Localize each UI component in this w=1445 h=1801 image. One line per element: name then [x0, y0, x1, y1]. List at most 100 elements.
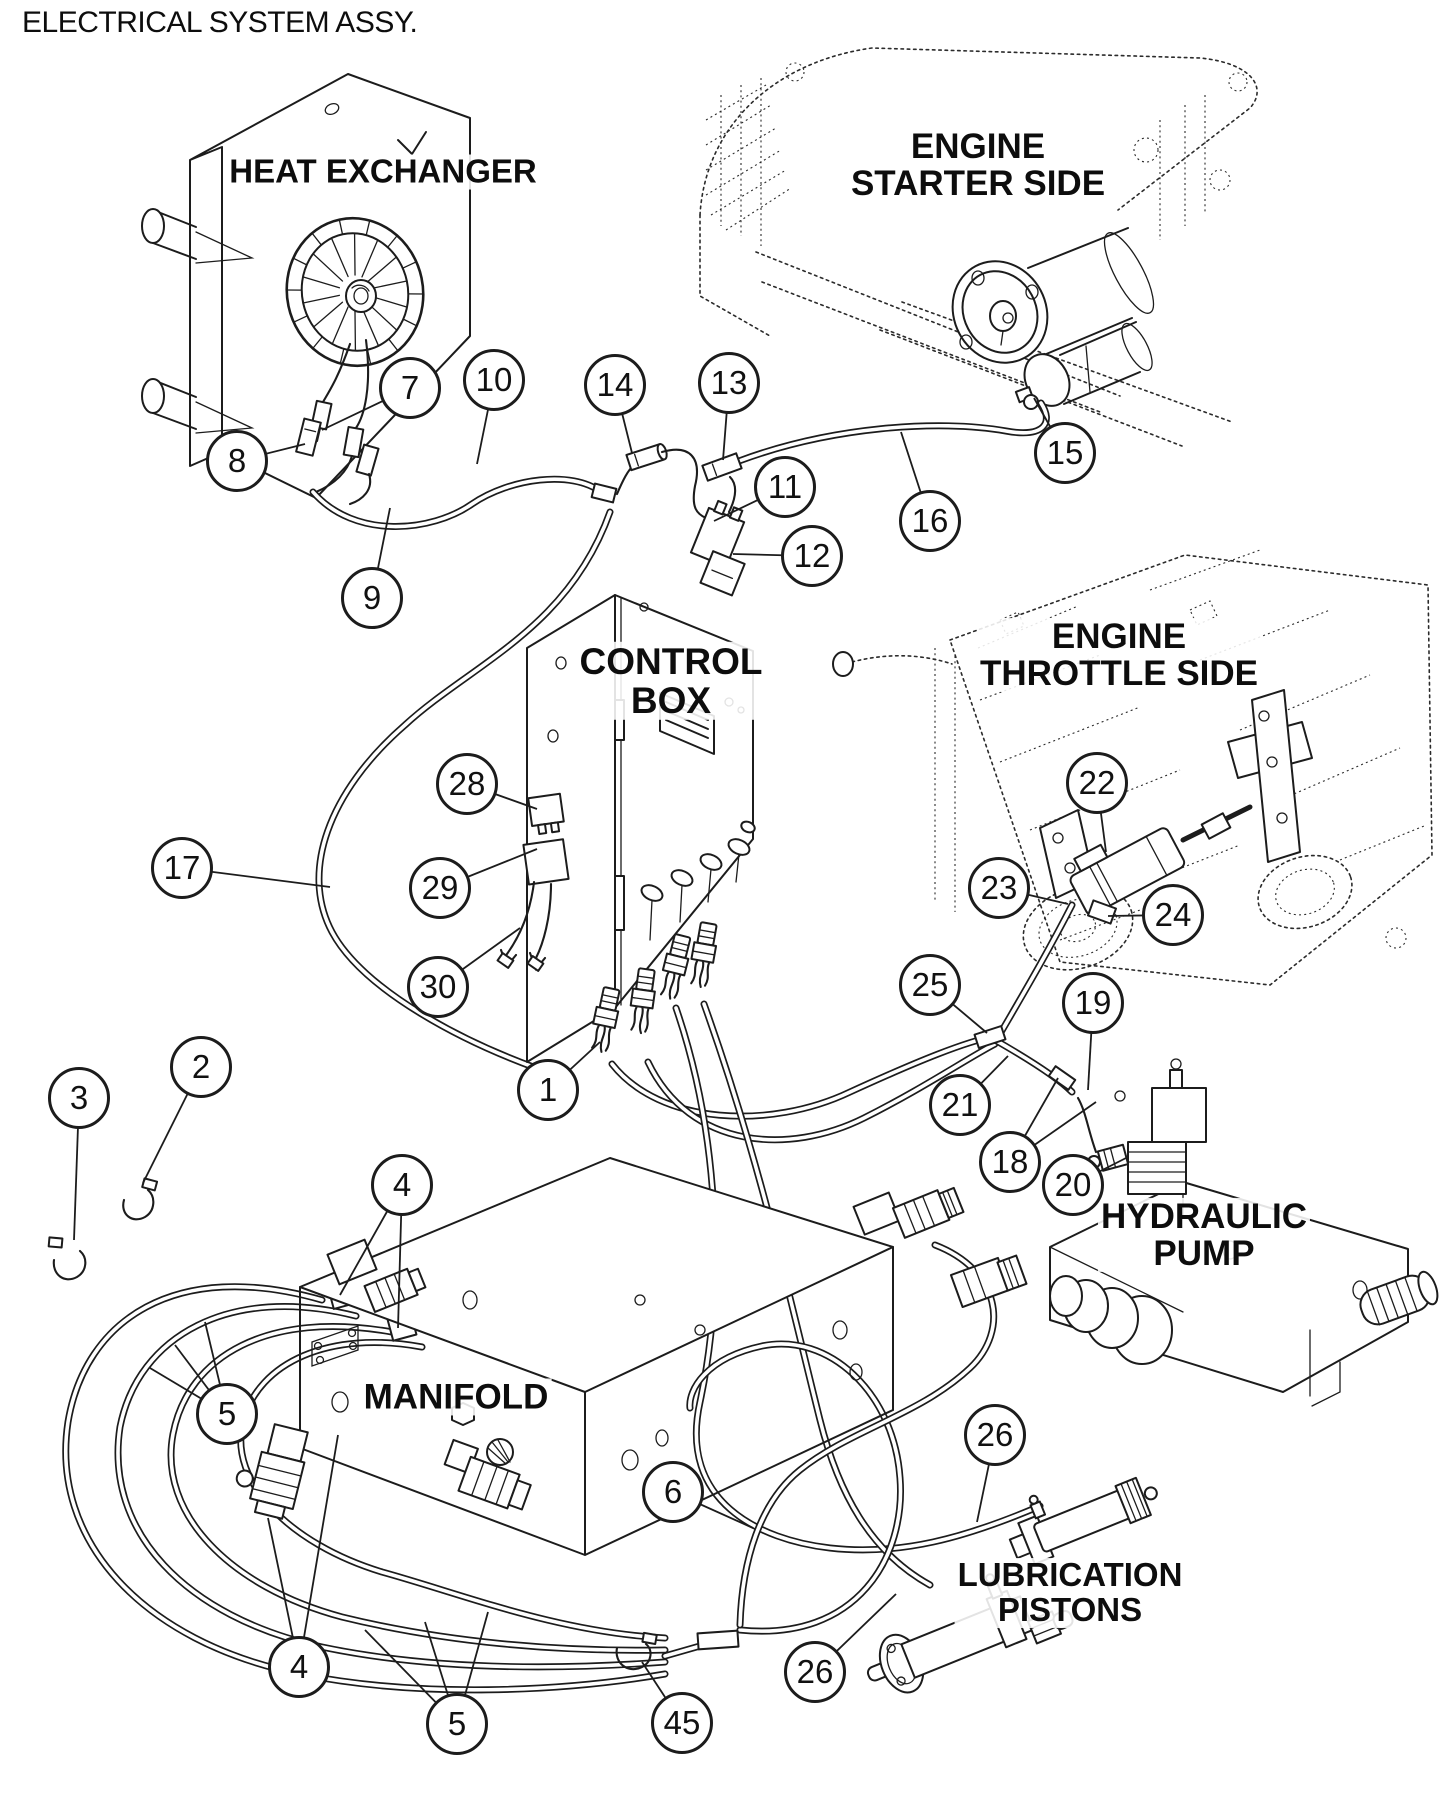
- fan-spoke: [286, 289, 303, 291]
- callout-5-5: 5: [196, 1383, 258, 1445]
- cable-core: [688, 1342, 903, 1633]
- callout-11-12: 11: [754, 456, 816, 518]
- starter-motor-art: [951, 227, 1155, 410]
- fan-spoke: [312, 301, 344, 328]
- callout-number: 4: [289, 1648, 309, 1685]
- callout-number: 8: [227, 442, 247, 479]
- cable-core: [610, 1034, 997, 1118]
- heat-exchanger-art: [141, 73, 471, 506]
- callout-23-24: 23: [968, 857, 1030, 919]
- label-line: PUMP: [1153, 1234, 1255, 1273]
- fan-spoke: [365, 219, 371, 236]
- callout-number: 16: [911, 502, 949, 539]
- callout-number: 30: [419, 968, 457, 1005]
- callout-number: 26: [976, 1416, 1014, 1453]
- label-line: HEAT EXCHANGER: [229, 152, 537, 190]
- label-line: ENGINE: [910, 126, 1046, 166]
- label-line: CONTROL: [579, 640, 763, 682]
- callout-3-2: 3: [48, 1067, 110, 1129]
- callout-5-6: 5: [426, 1693, 488, 1755]
- callout-8-9: 8: [206, 430, 268, 492]
- callout-29-30: 29: [409, 857, 471, 919]
- cable-core: [998, 903, 1074, 1036]
- label-line: STARTER SIDE: [850, 164, 1106, 203]
- cable-core: [646, 1042, 997, 1142]
- cable-core: [674, 1006, 1042, 1552]
- label-line: BOX: [630, 680, 712, 721]
- callout-15-16: 15: [1034, 422, 1096, 484]
- callout-4-3: 4: [371, 1154, 433, 1216]
- callout-24-25: 24: [1142, 884, 1204, 946]
- engine-starter-art: [699, 47, 1258, 447]
- callout-number: 3: [69, 1079, 89, 1116]
- fan-spoke: [354, 308, 357, 352]
- callout-number: 2: [191, 1048, 211, 1085]
- label-line: PISTONS: [997, 1591, 1143, 1628]
- callout-number: 45: [663, 1704, 701, 1741]
- callout-number: 7: [400, 369, 420, 406]
- fan-spoke: [311, 232, 322, 246]
- callout-number: 23: [980, 869, 1018, 906]
- callout-number: 25: [911, 966, 949, 1003]
- callout-1-0: 1: [517, 1059, 579, 1121]
- clips-art: [47, 1177, 658, 1671]
- label-line: HYDRAULIC: [1100, 1196, 1308, 1236]
- fan-spoke: [302, 294, 340, 304]
- cable-core: [116, 1304, 667, 1669]
- callout-10-11: 10: [463, 349, 525, 411]
- cable-core: [311, 477, 603, 529]
- label-line: THROTTLE SIDE: [979, 654, 1259, 693]
- callout-number: 18: [991, 1143, 1029, 1180]
- fan-icon: [285, 216, 425, 368]
- callout-7-8: 7: [379, 357, 441, 419]
- callout-16-17: 16: [899, 490, 961, 552]
- fan-spoke: [312, 253, 344, 282]
- callout-30-31: 30: [407, 956, 469, 1018]
- cable-core: [663, 1644, 702, 1658]
- cables-art: [62, 399, 1098, 1694]
- page-title: ELECTRICAL SYSTEM ASSY.: [22, 6, 418, 39]
- callout-20-21: 20: [1042, 1154, 1104, 1216]
- callout-number: 12: [793, 537, 831, 574]
- callout-number: 10: [475, 361, 513, 398]
- cable-core: [702, 1002, 932, 1587]
- callout-number: 17: [163, 849, 201, 886]
- callout-number: 28: [448, 765, 486, 802]
- callout-6-7: 6: [642, 1461, 704, 1523]
- callout-number: 5: [217, 1395, 237, 1432]
- fan-spoke: [388, 338, 399, 352]
- callout-19-20: 19: [1062, 972, 1124, 1034]
- fan-spoke: [302, 276, 341, 289]
- callout-28-29: 28: [436, 753, 498, 815]
- callout-26-28: 26: [784, 1641, 846, 1703]
- label-manifold: MANIFOLD: [360, 1378, 552, 1416]
- fan-spoke: [407, 293, 424, 295]
- callout-13-14: 13: [698, 352, 760, 414]
- callout-number: 9: [362, 579, 382, 616]
- throttle-actuator-art: [1039, 689, 1313, 925]
- fan-spoke: [361, 239, 379, 278]
- cable-core: [169, 1324, 667, 1653]
- label-line: LUBRICATION: [957, 1556, 1183, 1594]
- fan-spoke: [330, 237, 349, 278]
- callout-17-18: 17: [151, 837, 213, 899]
- callout-4-4: 4: [268, 1636, 330, 1698]
- cable-core: [737, 401, 1049, 463]
- label-heat-exchanger: HEAT EXCHANGER: [226, 152, 540, 190]
- callout-number: 20: [1054, 1166, 1092, 1203]
- callout-18-19: 18: [979, 1131, 1041, 1193]
- callout-number: 6: [663, 1473, 683, 1510]
- callout-12-13: 12: [781, 525, 843, 587]
- manifold-art: [235, 1157, 1028, 1556]
- fan-spoke: [312, 336, 323, 350]
- callout-number: 14: [596, 366, 634, 403]
- fan-spoke: [292, 257, 308, 266]
- callout-number: 19: [1074, 984, 1112, 1021]
- fan-spoke: [339, 348, 345, 365]
- leader-line: [298, 1434, 339, 1668]
- cable-core: [738, 1243, 996, 1627]
- callout-9-10: 9: [341, 567, 403, 629]
